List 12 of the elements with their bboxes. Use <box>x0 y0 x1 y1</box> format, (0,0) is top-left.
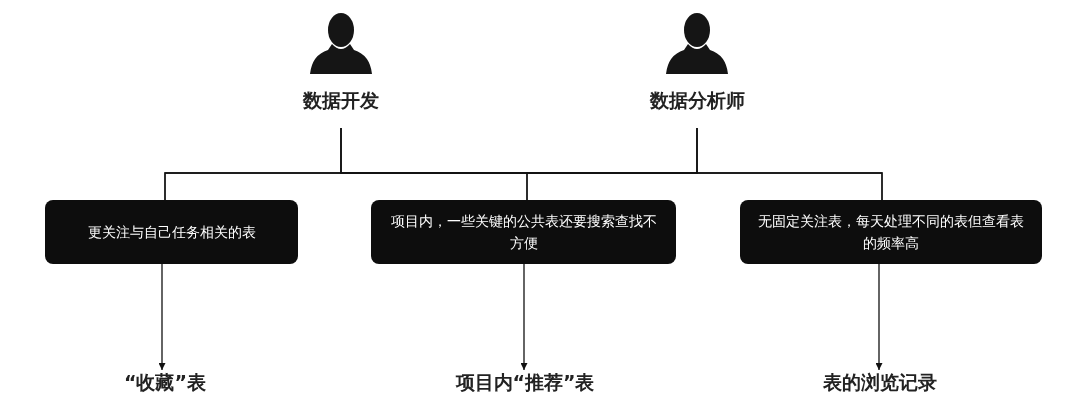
connector-line <box>696 127 883 201</box>
person-label: 数据开发 <box>303 88 379 113</box>
text-box: 项目内，一些关键的公共表还要搜索查找不方便 <box>371 200 676 264</box>
result-label: 项目内“推荐”表 <box>420 370 630 398</box>
arrow <box>520 263 528 371</box>
person-label: 数据分析师 <box>649 88 745 113</box>
text-box: 无固定关注表，每天处理不同的表但查看表的频率高 <box>740 200 1042 264</box>
result-label: 表的浏览记录 <box>800 370 960 398</box>
result-label: “收藏”表 <box>90 370 240 398</box>
text-box: 更关注与自己任务相关的表 <box>45 200 298 264</box>
arrow <box>158 263 166 371</box>
arrow <box>875 263 883 371</box>
